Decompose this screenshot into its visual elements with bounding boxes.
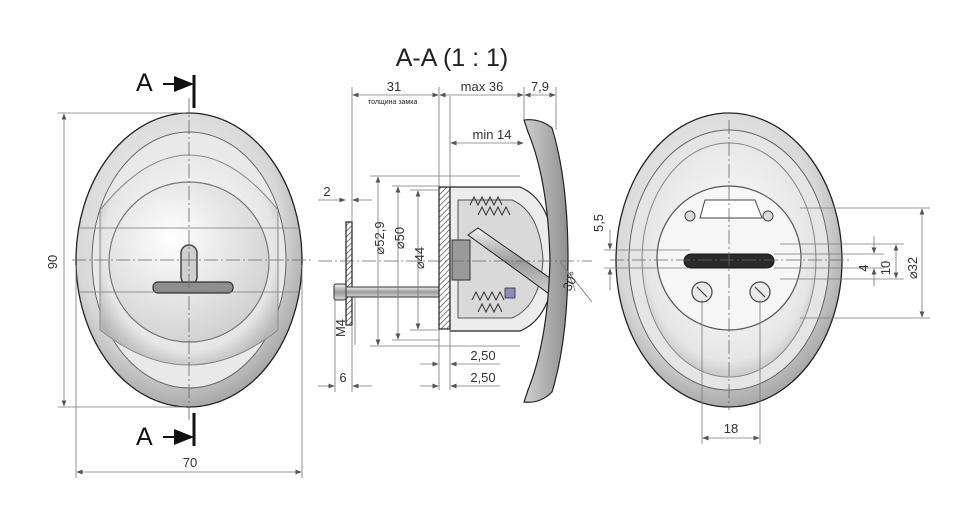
dim-7-9-label: 7,9 (531, 79, 549, 94)
angle-arc (565, 269, 576, 292)
back-screw-left-slot (696, 286, 708, 298)
angle-ref-line (559, 261, 593, 303)
front-key-bar (152, 281, 234, 294)
back-top-cam (699, 199, 763, 219)
dim-250b-label: 2,50 (470, 370, 495, 385)
dim-d50-label: ⌀50 (392, 227, 407, 249)
inner-pin (451, 239, 471, 281)
dim-2-label: 2 (323, 184, 330, 199)
dim-5-5-label: 5,5 (591, 214, 606, 232)
shaft (345, 286, 440, 298)
lock-thickness-note: толщина замка (368, 99, 417, 106)
dim-90-label: 90 (45, 255, 60, 269)
section-view: 30° 31 толщина замка max 36 7,9 min 14 2… (318, 79, 593, 403)
dim-m4-label: M4 (333, 319, 348, 337)
dim-max36-label: max 36 (461, 79, 504, 94)
door-section (438, 186, 451, 330)
outer-shell (523, 119, 569, 403)
blue-element (504, 287, 516, 299)
section-mark-bottom: A (136, 423, 153, 451)
back-small-hole-right (762, 210, 774, 222)
dim-18-label: 18 (724, 421, 738, 436)
back-small-hole-left (684, 210, 696, 222)
back-screw-right-slot (754, 286, 766, 298)
dim-6-label: 6 (339, 370, 346, 385)
springs (469, 195, 511, 314)
dim-10-label: 10 (878, 261, 893, 275)
back-plate (345, 221, 353, 326)
dim-d44-label: ⌀44 (412, 247, 427, 269)
section-mark-top: A (136, 69, 153, 97)
screw-head (333, 283, 347, 301)
section-title: A-A (1 : 1) (396, 44, 509, 72)
back-view: 5,5 4 10 ⌀32 18 (591, 112, 930, 444)
front-view: A A 90 70 (45, 69, 312, 478)
dim-31-label: 31 (387, 79, 401, 94)
dim-min14-label: min 14 (472, 127, 511, 142)
dim-d32-label: ⌀32 (905, 257, 920, 279)
dim-d52-label: ⌀52,9 (372, 221, 387, 254)
dim-70-label: 70 (183, 455, 197, 470)
dim-250a-label: 2,50 (470, 348, 495, 363)
dim-4-label: 4 (856, 264, 871, 271)
